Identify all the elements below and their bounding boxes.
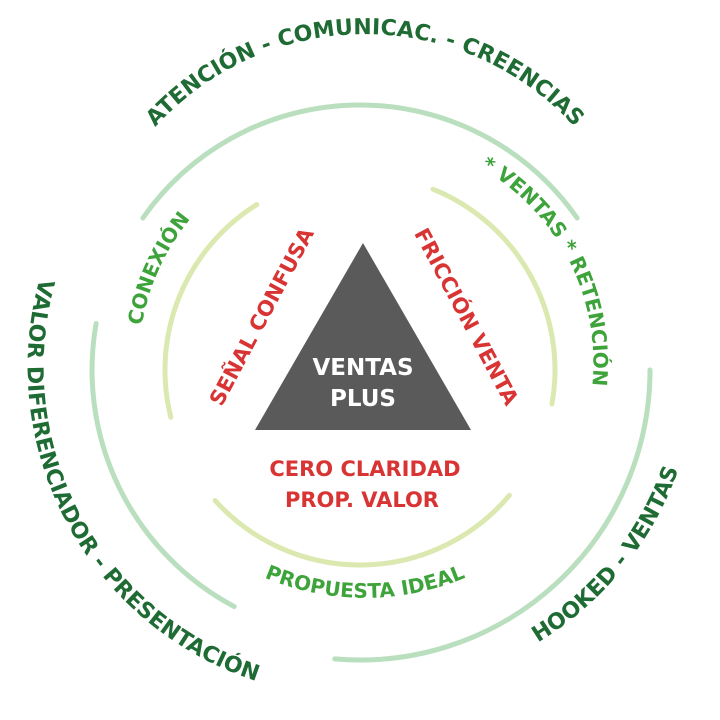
- inner-arc-right: [430, 186, 558, 407]
- label-outer-right-text: HOOKED - VENTAS: [528, 463, 684, 648]
- outer-arc-right: [332, 367, 653, 663]
- center-label-line2: PLUS: [330, 386, 396, 412]
- inner-arc-left: [162, 202, 260, 420]
- center-label-line1: VENTAS: [312, 355, 413, 381]
- label-conexion: CONEXIÓN: [123, 207, 194, 327]
- label-outer-top-text: ATENCIÓN - COMUNICAC. - CREENCIAS: [141, 15, 588, 131]
- outer-arc-top: [140, 102, 580, 221]
- inner-arc-bottom: [212, 492, 512, 568]
- inner-ring: [162, 186, 558, 568]
- outer-arc-left: [89, 321, 237, 610]
- label-conexion-text: CONEXIÓN: [123, 207, 194, 327]
- outer-ring: [89, 102, 653, 663]
- label-outer-left-text: VALOR DIFERENCIADOR - PRESENTACIÓN: [21, 276, 262, 686]
- label-cero-claridad: CERO CLARIDAD: [269, 457, 460, 481]
- label-outer-top: ATENCIÓN - COMUNICAC. - CREENCIAS: [141, 15, 588, 131]
- label-outer-right: HOOKED - VENTAS: [528, 463, 684, 648]
- label-prop-valor: PROP. VALOR: [285, 488, 439, 512]
- center-triangle: [255, 243, 471, 430]
- label-outer-left: VALOR DIFERENCIADOR - PRESENTACIÓN: [21, 276, 262, 686]
